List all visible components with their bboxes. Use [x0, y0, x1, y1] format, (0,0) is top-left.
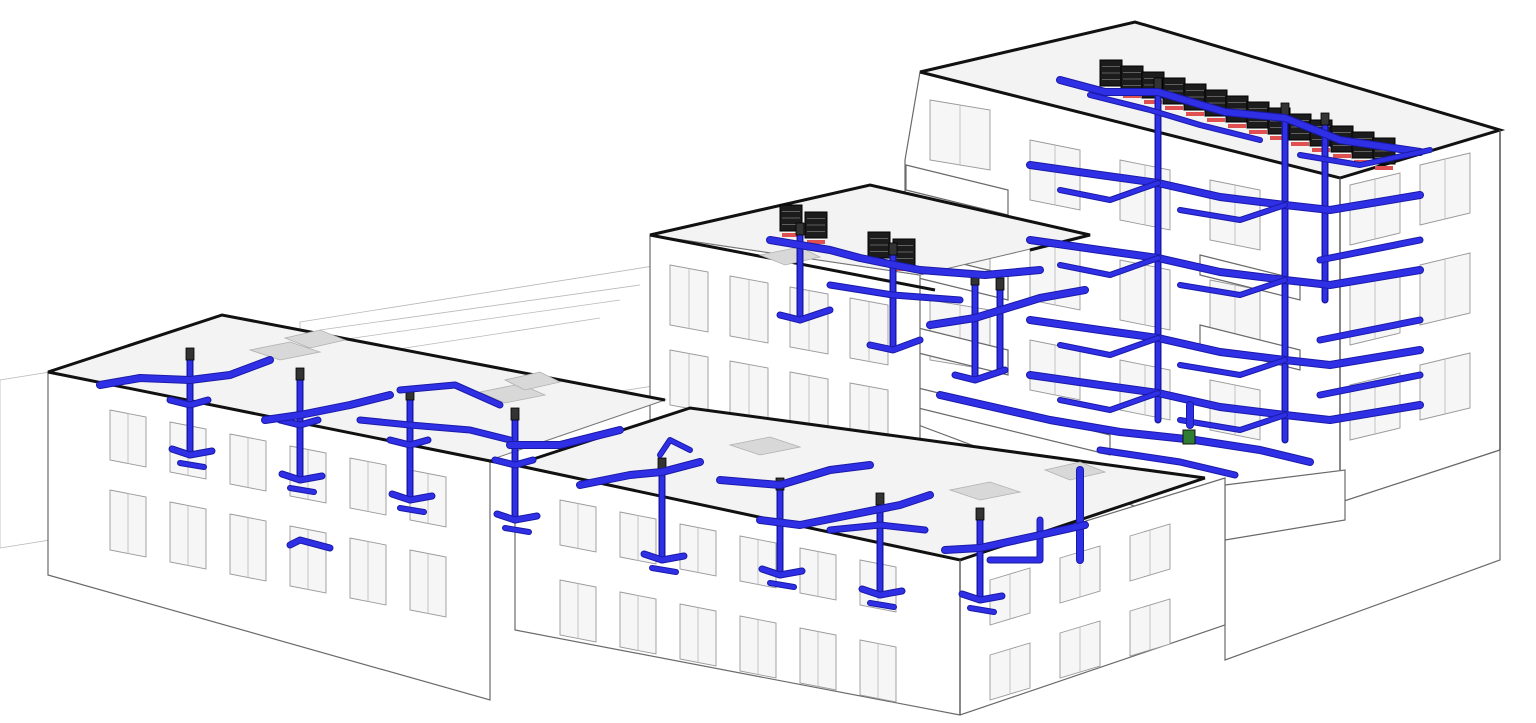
- duct-cap-icon[interactable]: [510, 407, 520, 421]
- condenser-pad: [1186, 112, 1204, 116]
- condenser-pad: [1207, 118, 1225, 122]
- duct-run-icon[interactable]: [827, 522, 928, 533]
- duct-run-icon[interactable]: [759, 566, 805, 578]
- duct-run-icon[interactable]: [859, 586, 905, 598]
- duct-cap-icon[interactable]: [1320, 112, 1330, 126]
- condenser-pad: [1312, 148, 1330, 152]
- duct-run-icon[interactable]: [658, 438, 692, 457]
- duct-run-icon[interactable]: [494, 511, 540, 523]
- duct-run-icon[interactable]: [757, 492, 933, 528]
- duct-run-icon[interactable]: [717, 462, 873, 488]
- ductwork-network[interactable]: [96, 76, 1433, 615]
- duct-run-icon[interactable]: [389, 491, 435, 503]
- duct-cap-icon[interactable]: [875, 492, 885, 506]
- duct-run-icon[interactable]: [262, 392, 393, 423]
- duct-run-icon[interactable]: [1317, 237, 1423, 263]
- condenser-pad: [1165, 106, 1183, 110]
- duct-run-icon[interactable]: [1178, 358, 1287, 377]
- duct-run-icon[interactable]: [1088, 93, 1262, 142]
- duct-cap-icon[interactable]: [185, 347, 195, 361]
- duct-run-icon[interactable]: [650, 566, 678, 574]
- duct-run-icon[interactable]: [1058, 256, 1160, 277]
- condenser-pad: [782, 233, 800, 237]
- duct-run-icon[interactable]: [97, 357, 273, 388]
- duct-run-icon[interactable]: [959, 591, 1005, 603]
- duct-run-icon[interactable]: [1317, 372, 1423, 398]
- duct-run-icon[interactable]: [777, 307, 833, 323]
- condenser-pad: [1375, 166, 1393, 170]
- duct-run-icon[interactable]: [942, 522, 1088, 553]
- duct-run-icon[interactable]: [1027, 237, 1423, 288]
- duct-run-icon[interactable]: [1097, 447, 1238, 478]
- condenser-pad: [1249, 130, 1267, 134]
- duct-run-icon[interactable]: [357, 417, 513, 443]
- duct-run-icon[interactable]: [277, 417, 321, 428]
- control-panel-icon[interactable]: [1182, 429, 1196, 445]
- duct-run-icon[interactable]: [507, 427, 623, 448]
- duct-run-icon[interactable]: [287, 537, 333, 551]
- duct-run-icon[interactable]: [397, 382, 503, 408]
- duct-run-icon[interactable]: [1058, 391, 1160, 412]
- duct-run-icon[interactable]: [1178, 278, 1287, 297]
- duct-run-icon[interactable]: [827, 282, 963, 303]
- duct-run-icon[interactable]: [968, 606, 996, 614]
- duct-run-icon[interactable]: [1027, 162, 1423, 213]
- duct-cap-icon[interactable]: [295, 367, 305, 381]
- duct-run-icon[interactable]: [503, 526, 531, 534]
- duct-cap-icon[interactable]: [795, 222, 805, 236]
- duct-run-icon[interactable]: [167, 397, 211, 408]
- duct-run-icon[interactable]: [1057, 77, 1423, 155]
- duct-run-icon[interactable]: [279, 471, 325, 483]
- front-windows: [559, 499, 1171, 703]
- duct-run-icon[interactable]: [492, 457, 536, 468]
- duct-run-icon[interactable]: [387, 437, 431, 448]
- duct-run-icon[interactable]: [868, 601, 896, 609]
- duct-run-icon[interactable]: [952, 367, 1008, 383]
- duct-cap-icon[interactable]: [995, 277, 1005, 291]
- duct-run-icon[interactable]: [767, 237, 1043, 278]
- duct-run-icon[interactable]: [927, 287, 1088, 328]
- condenser-pad: [1228, 124, 1246, 128]
- duct-run-icon[interactable]: [398, 506, 426, 514]
- duct-run-icon[interactable]: [1058, 336, 1160, 357]
- duct-run-icon[interactable]: [1027, 317, 1423, 368]
- duct-cap-icon[interactable]: [1280, 102, 1290, 116]
- condenser-pad: [1144, 100, 1162, 104]
- duct-run-icon[interactable]: [1317, 317, 1423, 343]
- duct-cap-icon[interactable]: [888, 242, 898, 256]
- condenser-pad: [807, 240, 825, 244]
- duct-run-icon[interactable]: [937, 392, 1313, 465]
- duct-run-icon[interactable]: [1027, 372, 1423, 423]
- duct-run-icon[interactable]: [1178, 413, 1287, 432]
- rooftop-boxes: [248, 246, 1107, 501]
- duct-run-icon[interactable]: [768, 581, 796, 589]
- left-building: [46, 313, 667, 701]
- duct-run-icon[interactable]: [169, 446, 215, 458]
- duct-run-icon[interactable]: [1298, 148, 1432, 167]
- duct-run-icon[interactable]: [867, 337, 923, 353]
- duct-run-icon[interactable]: [1178, 203, 1287, 222]
- duct-run-icon[interactable]: [1058, 181, 1160, 202]
- condenser-pad: [1291, 142, 1309, 146]
- duct-run-icon[interactable]: [577, 459, 703, 488]
- condenser-pad: [1270, 136, 1288, 140]
- duct-cap-icon[interactable]: [975, 507, 985, 521]
- duct-run-icon[interactable]: [178, 461, 206, 469]
- duct-run-icon[interactable]: [641, 551, 687, 563]
- duct-run-icon[interactable]: [288, 486, 316, 494]
- condenser-pad: [1333, 154, 1351, 158]
